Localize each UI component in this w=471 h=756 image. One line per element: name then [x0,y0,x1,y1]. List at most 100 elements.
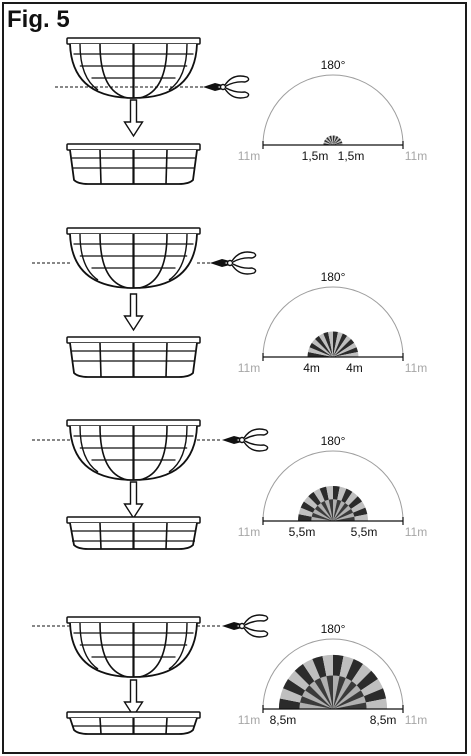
coverage-sector [328,331,333,357]
lens-rib [165,149,168,185]
coverage-panel-3: 180° 11m 11m 5,5m 5,5m [238,434,427,539]
lens-rib [99,149,102,185]
coverage-sector [333,702,367,709]
coverage-sector [333,508,354,521]
coverage-sector [305,685,333,709]
coverage-sector [314,505,333,521]
coverage-sector [326,137,333,145]
coverage-sector [333,339,355,357]
coverage-sector [333,512,355,521]
pliers-icon [222,428,269,452]
lens-rib [99,43,128,99]
lens-rib [165,717,168,735]
outer-right-label: 11m [405,525,427,539]
lens-rib [139,43,168,99]
coverage-sector [312,508,333,521]
coverage-sector [333,696,366,709]
pliers-icon [210,251,257,275]
coverage-sector [333,676,346,709]
coverage-sector [333,135,337,145]
pliers-handle [243,440,269,452]
coverage-sector [328,499,333,521]
lens-rim [66,143,201,151]
coverage-sector [333,342,357,357]
angle-label: 180° [321,270,346,284]
inner-right-label: 1,5m [338,149,365,163]
pliers-handle [243,428,269,440]
lens-rib [99,425,128,481]
coverage-sector [333,685,361,709]
coverage-sector [333,347,358,357]
pliers-pivot [238,436,246,444]
coverage-sector [317,502,333,521]
coverage-sector [323,141,333,145]
coverage-sector [326,675,333,709]
coverage-sector [299,702,333,709]
angle-label: 180° [321,434,346,448]
inner-left-label: 8,5m [270,713,297,727]
inner-right-label: 8,5m [370,713,397,727]
angle-label: 180° [321,622,346,636]
coverage-sector [333,500,346,521]
coverage-sector [333,137,340,145]
lens-rib [99,233,128,289]
outer-left-label: 11m [238,361,260,375]
coverage-sector [309,342,333,357]
lens-rib [99,342,102,378]
pliers-handle [243,614,269,626]
pliers-pivot [219,83,227,91]
coverage-sector [333,135,335,145]
arrow-shape [123,99,144,138]
pliers-jaw [203,86,223,91]
lens-rib [139,425,168,481]
outer-left-label: 11m [238,149,260,163]
coverage-sector [333,499,338,521]
lens-rib [168,233,188,281]
lens-rib [165,522,168,550]
coverage-sector [311,516,333,521]
trimmed-lens-icon [66,711,201,735]
full-lens-icon [66,419,201,481]
pliers-handle [243,626,269,638]
lens-rib [139,233,168,289]
coverage-sector [333,352,359,357]
lens-rib [79,43,99,91]
coverage-sector [333,331,338,357]
inner-left-label: 5,5m [289,525,316,539]
arrow-shape [123,293,144,332]
lens-rib [79,233,99,281]
coverage-sector [324,499,333,521]
lens-rim [66,227,201,235]
pliers-handle [231,251,257,263]
max-range-arc [262,638,404,710]
arrow-down-icon [123,481,144,520]
arrow-down-icon [123,99,144,138]
lens-rib [99,622,128,678]
outer-right-label: 11m [405,713,427,727]
outer-left-label: 11m [238,525,260,539]
pliers-handle [224,87,250,99]
coverage-sector [327,136,333,145]
coverage-sector [333,141,343,145]
lens-rib [168,43,188,91]
coverage-sector [333,139,342,145]
lens-rim [66,711,201,719]
coverage-sector [311,339,333,357]
lens-rim [66,616,201,624]
coverage-sector [302,690,333,709]
pliers-handle [224,75,250,87]
coverage-sector [308,347,333,357]
coverage-sector [314,678,333,709]
coverage-sector [333,136,339,145]
coverage-sector [331,135,333,145]
coverage-sector [307,352,333,357]
inner-right-label: 4m [346,361,363,375]
coverage-sector [324,139,333,145]
inner-right-label: 5,5m [351,525,378,539]
